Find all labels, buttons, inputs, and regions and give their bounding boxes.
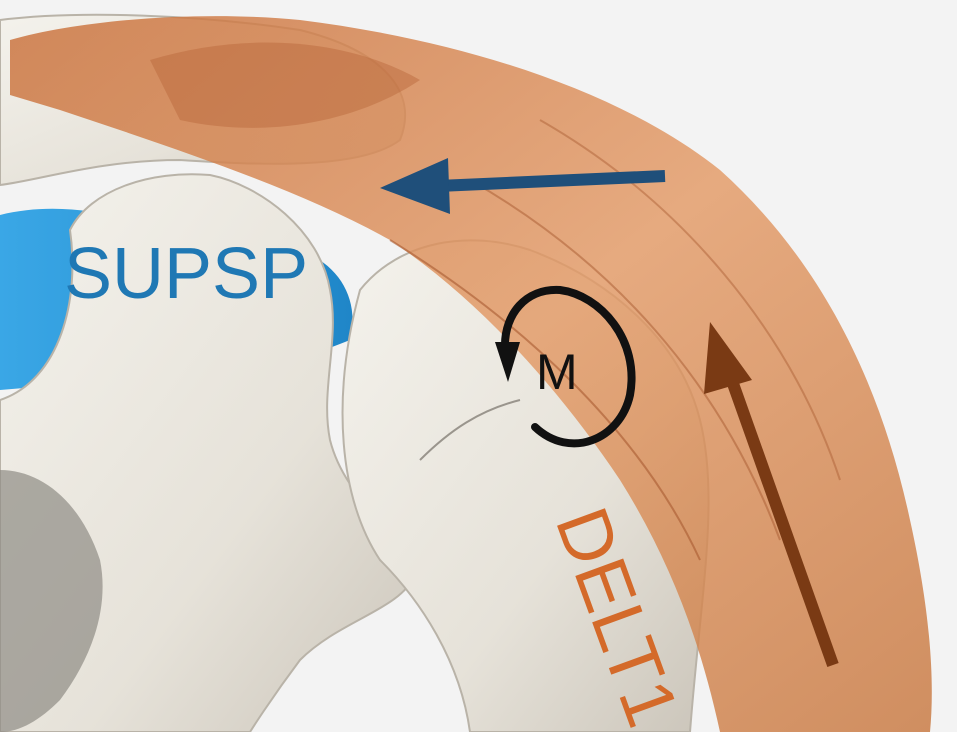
supraspinatus-label: SUPSP [64,234,308,314]
moment-label: M [536,344,578,400]
